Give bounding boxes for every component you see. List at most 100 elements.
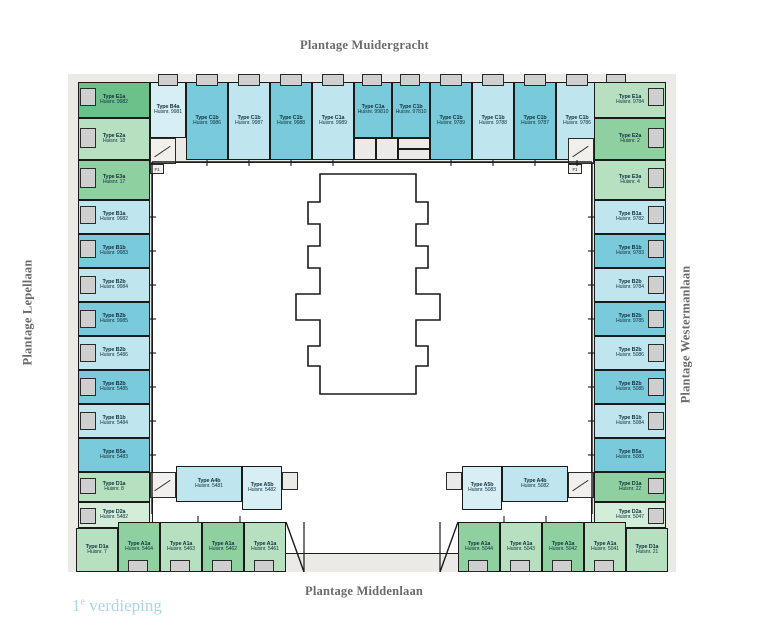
unit-type: Type A1a [211,541,235,548]
unit-type: Type B1a [102,211,126,218]
unit-right-col-2[interactable]: Type B2b Huisnr. 9784 [594,268,666,302]
unit-bottom-left-green-2[interactable]: Type D1a Huisnr. 7 [76,528,118,572]
unit-type: Type B2b [102,279,126,286]
unit-type: Type C1b [481,115,505,122]
unit-type: Type D2a [102,509,126,516]
unit-huisnr: Huisnr. 8 [104,486,124,493]
unit-huisnr: Huisnr. 9986 [193,120,221,127]
unit-huisnr: Huisnr. 9788 [479,120,507,127]
unit-huisnr: Huisnr. 9783 [616,250,644,257]
unit-huisnr: Huisnr. 9784 [616,99,644,106]
unit-huisnr: Huisnr. 5482 [248,487,276,494]
unit-type: Type A1a [509,541,533,548]
unit-type: Type B5a [618,449,642,456]
unit-courtyard-left-1[interactable]: Type A5b Huisnr. 5482 [242,466,282,510]
unit-top-row-3[interactable]: Type C1b Huisnr. 9988 [270,82,312,160]
stairwell-top-left[interactable] [150,138,176,164]
balcony-box [648,168,664,188]
unit-top-row-5[interactable]: Type C1a Huisnr. 99810 [354,82,392,138]
balcony-box [648,128,664,148]
unit-type: Type D1a [618,481,642,488]
street-label-top: Plantage Muidergracht [300,38,429,52]
unit-huisnr: Huisnr. 9787 [521,120,549,127]
balcony-box [400,74,420,86]
unit-top-row-7[interactable]: Type C1b Huisnr. 9789 [430,82,472,160]
balcony-box [80,310,96,328]
unit-type: Type A5b [470,482,494,489]
unit-type: Type A1a [169,541,193,548]
unit-type: Type C1a [361,104,385,111]
unit-huisnr: Huisnr. 2 [620,138,640,145]
balcony-box [648,240,664,258]
stair-run-icon [572,145,590,158]
unit-huisnr: Huisnr. 9984 [100,284,128,291]
unit-type: Type E3a [102,174,126,181]
stairwell-bottom-left[interactable] [150,472,176,498]
balcony-box [552,560,572,572]
unit-huisnr: Huisnr. 5462 [209,546,237,553]
unit-huisnr: Huisnr. 7 [87,549,107,556]
unit-type: Type B1b [102,245,126,252]
stair-tag-top-left: F1 [150,164,164,174]
unit-huisnr: Huisnr. 5463 [167,546,195,553]
shaft-box [446,472,462,490]
unit-type: Type B2b [618,313,642,320]
unit-huisnr: Huisnr. 9786 [563,120,591,127]
unit-huisnr: Huisnr. 5484 [100,420,128,427]
unit-right-col-7[interactable]: Type B5a Huisnr. 5083 [594,438,666,472]
floorplan-drawing: Type E1a Huisnr. 9982 Type E2a Huisnr. 1… [68,74,676,572]
unit-type: Type B1b [102,415,126,422]
unit-courtyard-left-0[interactable]: Type A4b Huisnr. 5481 [176,466,242,502]
unit-huisnr: Huisnr. 5086 [616,352,644,359]
unit-huisnr: Huisnr. 9785 [616,318,644,325]
balcony-box [196,74,218,86]
unit-type: Type D2a [618,509,642,516]
unit-type: Type B5a [102,449,126,456]
balcony-box [648,88,664,106]
unit-type: Type A1a [127,541,151,548]
unit-top-row-6[interactable]: Type C1b Huisnr. 97810 [392,82,430,138]
unit-type: Type B1a [618,211,642,218]
balcony-box [128,560,148,572]
unit-top-row-0[interactable]: Type B4a Huisnr. 9981 [150,82,186,138]
balcony-box [648,206,664,224]
street-label-left: Plantage Lepellaan [20,259,35,366]
unit-huisnr: Huisnr. 9789 [437,120,465,127]
unit-type: Type E1a [618,94,642,101]
unit-left-col-7[interactable]: Type B5a Huisnr. 5483 [78,438,150,472]
unit-courtyard-right-1[interactable]: Type A4b Huisnr. 5082 [502,466,568,502]
stairwell-bottom-right[interactable] [568,472,594,498]
unit-type: Type D1a [102,481,126,488]
unit-huisnr: Huisnr. 5461 [251,546,279,553]
unit-huisnr: Huisnr. 97810 [395,109,427,116]
unit-huisnr: Huisnr. 22 [618,486,642,493]
balcony-box [482,74,504,86]
stairwell-top-right[interactable] [568,138,594,164]
unit-huisnr: Huisnr. 5082 [521,483,549,490]
balcony-box [566,74,588,86]
unit-top-row-9[interactable]: Type C1b Huisnr. 9787 [514,82,556,160]
unit-huisnr: Huisnr. 5481 [195,483,223,490]
lobby-cell-d [398,149,430,160]
balcony-box [80,412,96,430]
unit-top-row-8[interactable]: Type C1b Huisnr. 9788 [472,82,514,160]
unit-courtyard-right-0[interactable]: Type A5b Huisnr. 5083 [462,466,502,510]
unit-huisnr: Huisnr. 9782 [616,216,644,223]
unit-type: Type B2b [618,279,642,286]
unit-bottom-right-green-2[interactable]: Type D1a Huisnr. 21 [626,528,668,572]
unit-top-row-4[interactable]: Type C1a Huisnr. 9989 [312,82,354,160]
unit-huisnr: Huisnr. 21 [635,549,659,556]
unit-huisnr: Huisnr. 5483 [100,454,128,461]
unit-huisnr: Huisnr. 5044 [465,546,493,553]
stair-run-icon [572,479,590,492]
unit-huisnr: Huisnr. 5486 [100,352,128,359]
unit-top-row-1[interactable]: Type C1b Huisnr. 9986 [186,82,228,160]
unit-type: Type B4a [156,104,180,111]
unit-left-col-3[interactable]: Type B2b Huisnr. 9985 [78,302,150,336]
unit-type: Type C1b [439,115,463,122]
balcony-box [648,508,664,524]
unit-huisnr: Huisnr. 5083 [616,454,644,461]
unit-top-row-2[interactable]: Type C1b Huisnr. 9987 [228,82,270,160]
unit-huisnr: Huisnr. 5084 [616,420,644,427]
unit-type: Type B2b [618,381,642,388]
